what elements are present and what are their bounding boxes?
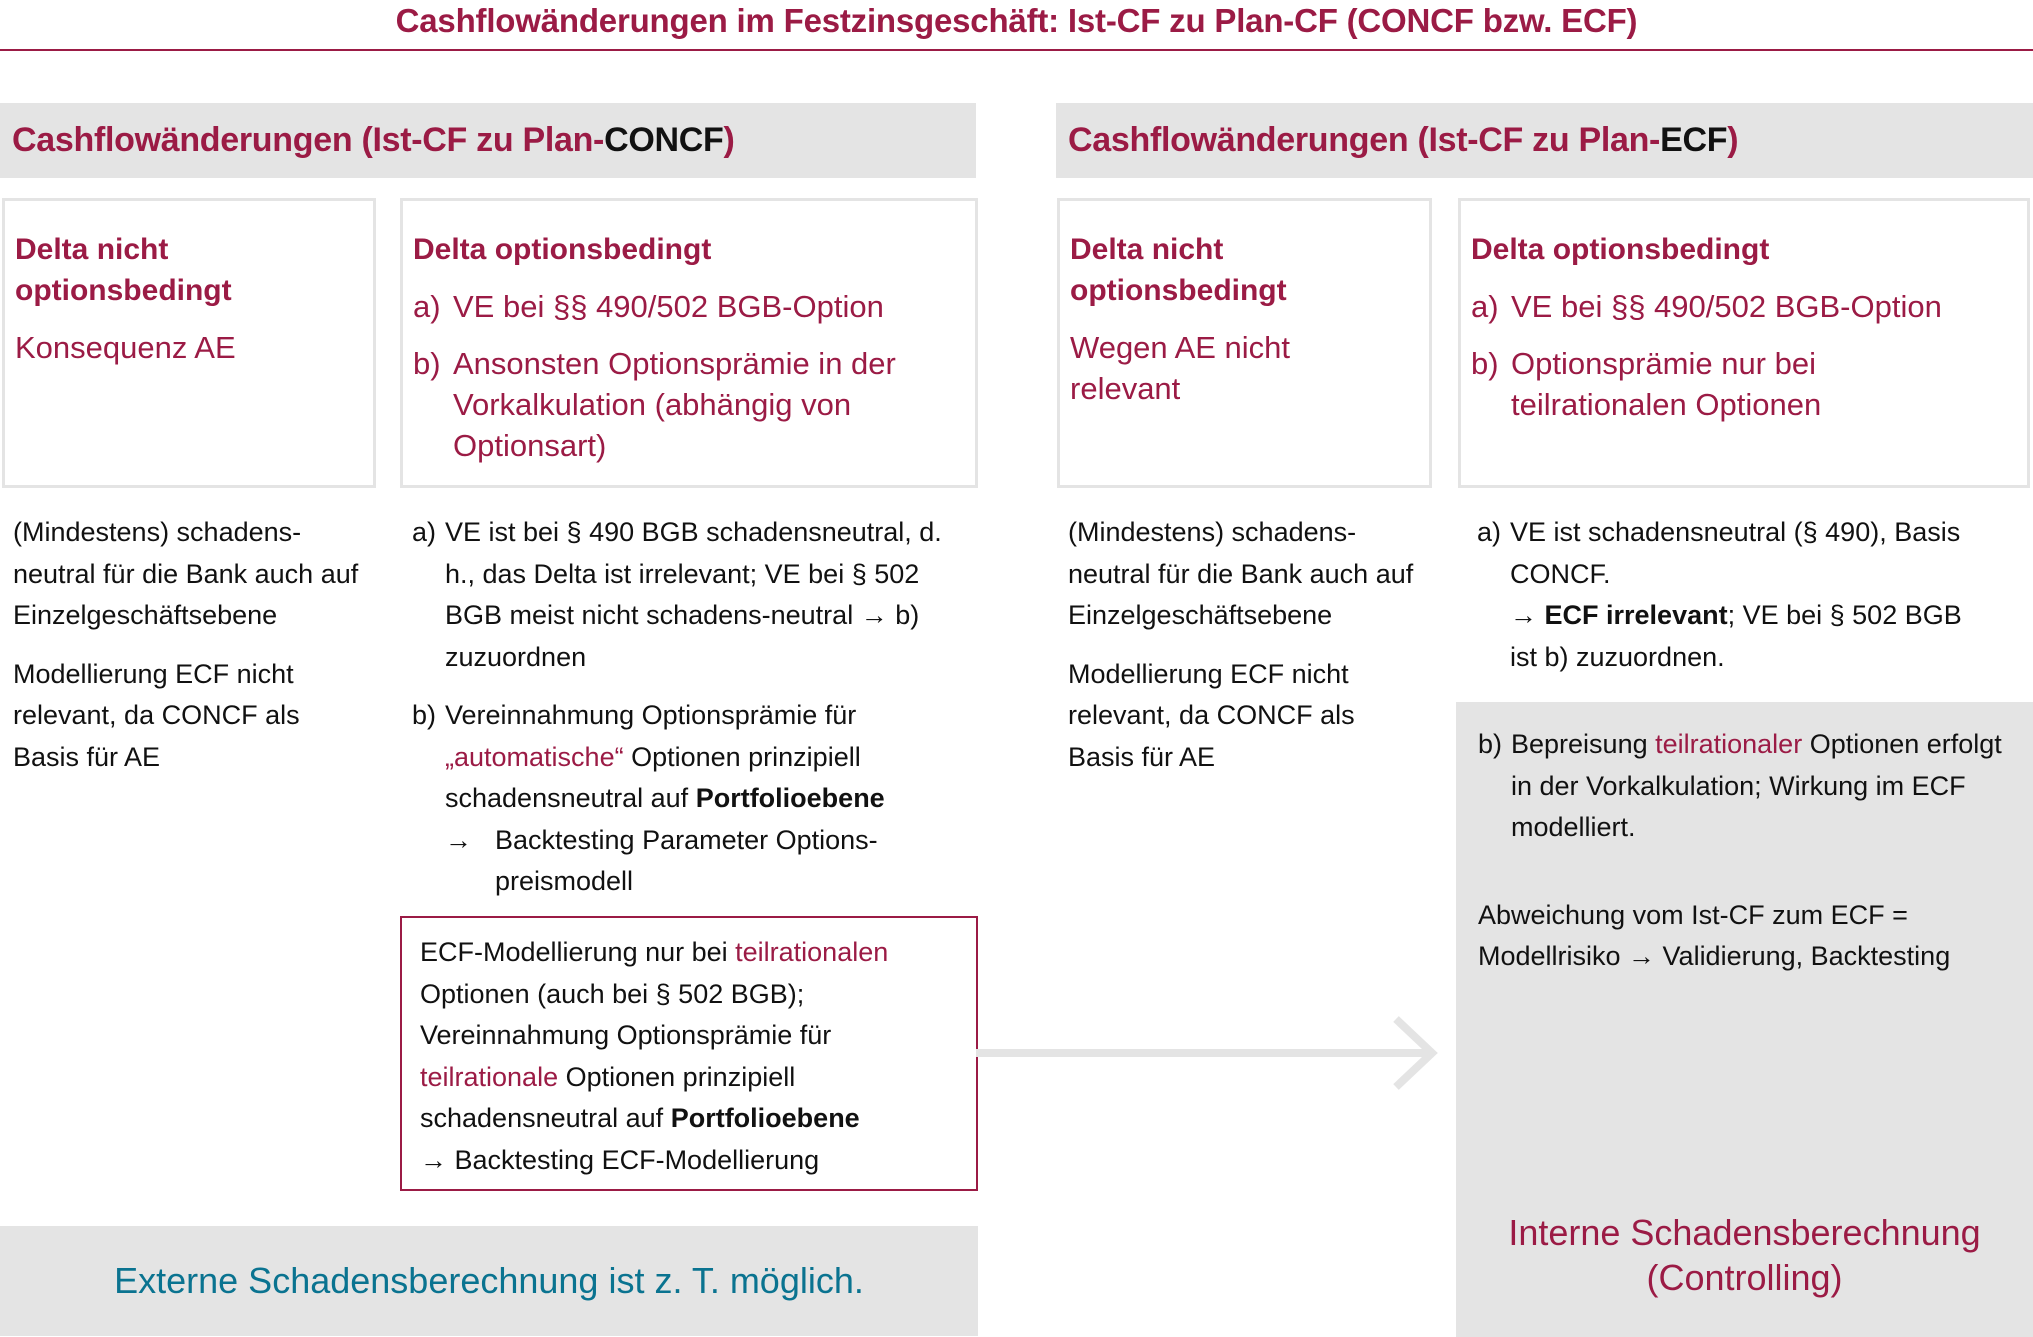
col2-item-b: b) Ansonsten Optionsprämie in der Vorkal… bbox=[413, 343, 965, 466]
redbox-h1: teilrationalen bbox=[735, 937, 889, 967]
model-risk-note: Abweichung vom Ist-CF zum ECF = Modellri… bbox=[1478, 899, 1951, 972]
gray-item-b-post: Optionen erfolgt in der Vorkalkulation; … bbox=[1511, 729, 2002, 842]
page-title: Cashflowänderungen im Festzinsgeschäft: … bbox=[395, 2, 1638, 39]
col1-body: (Mindestens) schadens-neutral für die Ba… bbox=[13, 512, 368, 795]
internal-calc-line1: Interne Schadensberechnung bbox=[1508, 1212, 1981, 1253]
col3-delta-box: Delta nicht optionsbedingt Wegen AE nich… bbox=[1057, 198, 1432, 488]
col2-body-a-label: a) bbox=[412, 517, 437, 547]
redbox-t1: ECF-Modellierung nur bei bbox=[420, 937, 736, 967]
redbox-h2: teilrationale bbox=[420, 1061, 559, 1092]
col2-body-item-a: a) VE ist bei § 490 BGB schadensneutral,… bbox=[412, 512, 972, 678]
right-header-prefix: Cashflowänderungen (Ist-CF zu Plan- bbox=[1068, 121, 1661, 159]
internal-calc-line2: (Controlling) bbox=[1646, 1257, 1843, 1298]
col3-body-para-1: (Mindestens) schadens-neutral für die Ba… bbox=[1068, 517, 1414, 630]
redbox-t4: → Backtesting ECF-Modellierung bbox=[420, 1144, 820, 1175]
title-divider bbox=[0, 49, 2033, 51]
col1-subtext: Konsequenz AE bbox=[15, 330, 236, 365]
col2-body-b-highlight: „automatische“ bbox=[445, 741, 624, 772]
col2-body: a) VE ist bei § 490 BGB schadensneutral,… bbox=[412, 512, 972, 920]
internal-calculation-label: Interne Schadensberechnung (Controlling) bbox=[1456, 1210, 2033, 1300]
col3-body-para-2: Modellierung ECF nicht relevant, da CONC… bbox=[1068, 658, 1355, 772]
col4-body-a-line1: VE ist schadensneutral (§ 490), Basis CO… bbox=[1510, 517, 1961, 589]
arrow-right-icon bbox=[976, 1016, 1438, 1090]
col4-body-item-a: a) VE ist schadensneutral (§ 490), Basis… bbox=[1477, 512, 2017, 678]
col4-delta-box: Delta optionsbedingt a) VE bei §§ 490/50… bbox=[1458, 198, 2030, 488]
col4-item-a-label: a) bbox=[1471, 289, 1499, 324]
col2-heading: Delta optionsbedingt bbox=[413, 233, 712, 266]
col2-item-b-label: b) bbox=[413, 346, 441, 381]
col3-heading: Delta nicht optionsbedingt bbox=[1070, 233, 1287, 307]
left-section-header: Cashflowänderungen (Ist-CF zu Plan-CONCF… bbox=[0, 103, 976, 178]
col4-body-a-bold: ECF irrelevant bbox=[1544, 600, 1728, 630]
right-header-suffix: ) bbox=[1727, 121, 1739, 159]
col2-body-b-label: b) bbox=[412, 700, 437, 730]
col2-body-b-pre: Vereinnahmung Optionsprämie für bbox=[445, 700, 857, 730]
col2-item-a-text: VE bei §§ 490/502 BGB-Option bbox=[453, 289, 884, 324]
col1-body-para-1: (Mindestens) schadens-neutral für die Ba… bbox=[13, 517, 359, 630]
left-header-suffix: ) bbox=[723, 121, 735, 159]
col2-body-b-mid: Optionen prinzipiell schadensneutral auf bbox=[445, 741, 861, 814]
col3-body: (Mindestens) schadens-neutral für die Ba… bbox=[1068, 512, 1428, 795]
left-header-prefix: Cashflowänderungen (Ist-CF zu Plan- bbox=[12, 121, 605, 159]
col2-body-a-text: VE ist bei § 490 BGB schadensneutral, d.… bbox=[445, 517, 942, 672]
redbox-t3: Optionen prinzipiell schadensneutral auf bbox=[420, 1061, 796, 1134]
col3-subtext: Wegen AE nicht relevant bbox=[1070, 330, 1291, 406]
gray-item-b-highlight: teilrationaler bbox=[1655, 729, 1803, 759]
col4-item-b: b) Optionsprämie nur bei teilrationalen … bbox=[1471, 343, 2017, 425]
col2-body-b-bold: Portfolioebene bbox=[695, 783, 885, 813]
gray-item-b: b) Bepreisung teilrationaler Optionen er… bbox=[1478, 724, 2021, 849]
gray-item-b-pre: Bepreisung bbox=[1511, 729, 1656, 759]
redbox-t2: Optionen (auch bei § 502 BGB); Vereinnah… bbox=[420, 978, 832, 1051]
col2-item-a-label: a) bbox=[413, 289, 441, 324]
col4-heading: Delta optionsbedingt bbox=[1471, 233, 1770, 266]
col2-body-b-subitem: → Backtesting Parameter Options-preismod… bbox=[445, 820, 972, 903]
col4-item-a: a) VE bei §§ 490/502 BGB-Option bbox=[1471, 286, 2017, 327]
arrow-right-icon: → bbox=[445, 824, 472, 855]
col4-item-b-text: Optionsprämie nur bei teilrationalen Opt… bbox=[1511, 346, 1822, 422]
col1-heading: Delta nicht optionsbedingt bbox=[15, 233, 232, 307]
arrow-right-icon: → bbox=[1510, 600, 1545, 630]
redbox-bold: Portfolioebene bbox=[670, 1103, 860, 1133]
right-header-highlight: ECF bbox=[1660, 121, 1728, 159]
col2-body-item-b: b) Vereinnahmung Optionsprämie für „auto… bbox=[412, 695, 972, 903]
col4-item-a-text: VE bei §§ 490/502 BGB-Option bbox=[1511, 289, 1942, 324]
col1-delta-box: Delta nicht optionsbedingt Konsequenz AE bbox=[2, 198, 376, 488]
ecf-modelling-note: ECF-Modellierung nur bei teilrationalen … bbox=[400, 916, 978, 1191]
col2-body-b-sub-text: Backtesting Parameter Options-preismodel… bbox=[495, 824, 878, 897]
col2-delta-box: Delta optionsbedingt a) VE bei §§ 490/50… bbox=[400, 198, 978, 488]
col2-item-b-text: Ansonsten Optionsprämie in der Vorkalkul… bbox=[453, 346, 896, 463]
external-calculation-banner: Externe Schadensberechnung ist z. T. mög… bbox=[0, 1226, 978, 1336]
left-header-highlight: CONCF bbox=[604, 121, 724, 159]
gray-item-b-label: b) bbox=[1478, 729, 1503, 759]
internal-calculation-panel: b) Bepreisung teilrationaler Optionen er… bbox=[1456, 702, 2033, 1337]
col4-body: a) VE ist schadensneutral (§ 490), Basis… bbox=[1477, 512, 2017, 695]
col2-item-a: a) VE bei §§ 490/502 BGB-Option bbox=[413, 286, 965, 327]
col4-body-a-rest: ; VE bei § 502 BGB ist b) zuzuordnen. bbox=[1510, 600, 1962, 672]
col4-item-b-label: b) bbox=[1471, 346, 1499, 381]
right-section-header: Cashflowänderungen (Ist-CF zu Plan-ECF) bbox=[1056, 103, 2033, 178]
col4-body-a-label: a) bbox=[1477, 517, 1502, 547]
col1-body-para-2: Modellierung ECF nicht relevant, da CONC… bbox=[13, 658, 300, 772]
